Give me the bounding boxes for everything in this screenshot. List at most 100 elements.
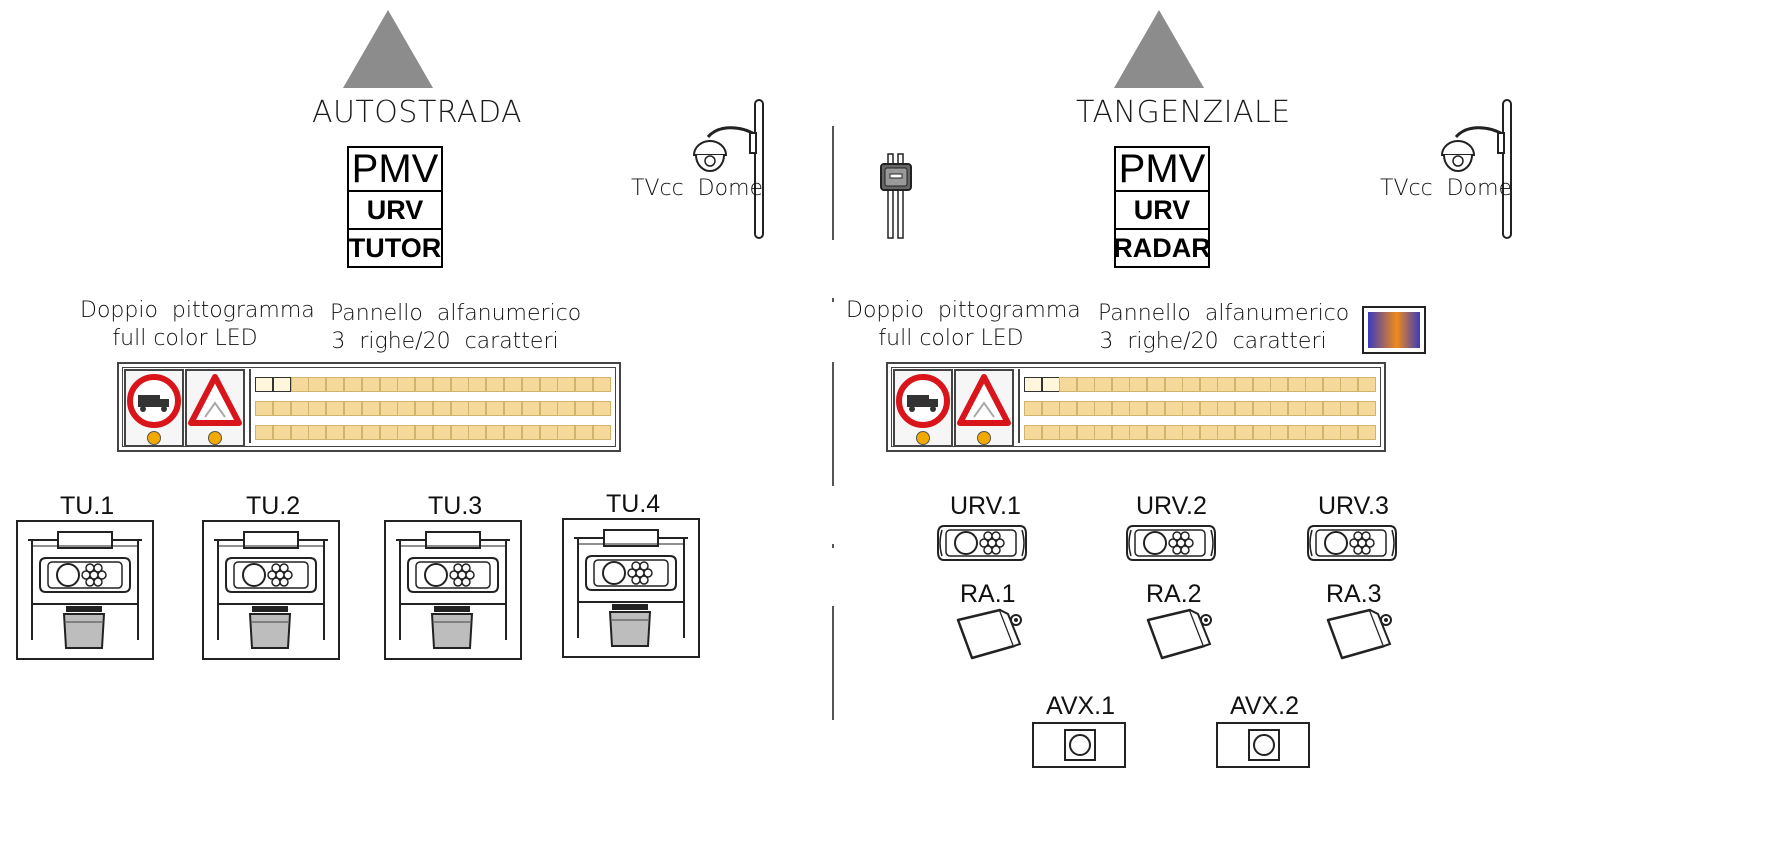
led-cell xyxy=(593,377,611,392)
section-divider-top xyxy=(832,126,834,240)
led-cell xyxy=(1147,401,1166,416)
led-cell xyxy=(1111,377,1130,392)
led-cell xyxy=(1270,377,1289,392)
led-cell xyxy=(432,377,451,392)
led-cell xyxy=(486,401,505,416)
led-cell xyxy=(1358,377,1376,392)
led-cell xyxy=(1199,401,1218,416)
tu-box xyxy=(562,518,700,658)
led-cell xyxy=(343,377,362,392)
led-cell xyxy=(415,425,434,440)
led-cell xyxy=(255,401,273,416)
led-cell xyxy=(539,377,558,392)
dome-camera-icon xyxy=(692,99,764,239)
pmv-urv-tutor-stack: PMV URV TUTOR xyxy=(347,146,443,268)
led-cell xyxy=(504,425,523,440)
led-cell xyxy=(450,401,469,416)
pictogram-danger xyxy=(185,369,245,447)
led-cell xyxy=(468,401,487,416)
stack-urv: URV xyxy=(349,190,441,228)
led-cell xyxy=(1217,401,1236,416)
led-cell xyxy=(557,425,576,440)
led-cell xyxy=(1322,377,1341,392)
tu-box xyxy=(16,520,154,660)
led-cell xyxy=(379,377,398,392)
led-cell xyxy=(1234,377,1253,392)
led-cell xyxy=(1041,377,1060,392)
led-cell xyxy=(326,401,345,416)
led-cell xyxy=(1024,401,1042,416)
pmv-panel-left xyxy=(117,362,621,452)
led-cell xyxy=(1076,401,1095,416)
led-cell xyxy=(539,401,558,416)
led-cell xyxy=(521,377,540,392)
lamp-amber xyxy=(916,431,930,445)
radar-icon xyxy=(1146,608,1212,660)
led-cell xyxy=(486,425,505,440)
led-cell xyxy=(1164,401,1183,416)
led-cell xyxy=(1164,425,1183,440)
led-cell xyxy=(1111,425,1130,440)
no-trucks-sign-icon xyxy=(127,374,181,428)
led-cell xyxy=(1059,401,1078,416)
stack-pmv: PMV xyxy=(351,146,439,191)
led-cell xyxy=(272,377,291,392)
device-label-avx1: AVX.1 xyxy=(1046,692,1116,720)
led-cell xyxy=(1305,401,1324,416)
led-cell xyxy=(521,401,540,416)
tu-box xyxy=(384,520,522,660)
led-cell xyxy=(308,425,327,440)
led-cell xyxy=(1322,401,1341,416)
led-cell xyxy=(1094,377,1113,392)
section-title-tangenziale: TANGENZIALE xyxy=(1076,95,1291,130)
led-cell xyxy=(1217,377,1236,392)
tutor-unit-icon xyxy=(28,531,142,649)
led-cell xyxy=(397,377,416,392)
led-cell xyxy=(1234,401,1253,416)
danger-sign-icon xyxy=(188,374,242,426)
led-cell xyxy=(1287,425,1306,440)
led-cell xyxy=(432,401,451,416)
lamp-amber xyxy=(977,431,991,445)
led-cell xyxy=(575,401,594,416)
pictogram-no-trucks xyxy=(124,369,184,447)
led-cell xyxy=(1147,377,1166,392)
color-swatch-icon xyxy=(1362,306,1426,354)
led-cell xyxy=(415,401,434,416)
led-cell xyxy=(1024,377,1042,392)
led-cell xyxy=(575,425,594,440)
lamp-amber xyxy=(208,431,222,445)
led-cell xyxy=(1340,401,1359,416)
led-cell xyxy=(593,401,611,416)
led-cell xyxy=(1305,425,1324,440)
led-matrix-left xyxy=(249,369,613,443)
led-cell xyxy=(432,425,451,440)
device-label-ra3: RA.3 xyxy=(1326,580,1382,608)
led-cell xyxy=(1234,425,1253,440)
led-cell xyxy=(504,401,523,416)
stack-radar: RADAR xyxy=(1113,228,1211,266)
led-cell xyxy=(361,401,380,416)
led-cell xyxy=(343,425,362,440)
led-cell xyxy=(450,425,469,440)
led-cell xyxy=(1252,401,1271,416)
pictogram-label-left: Doppio pittogramma full color LED xyxy=(80,298,315,351)
led-cell xyxy=(1129,401,1148,416)
avx-sensor-icon xyxy=(1032,722,1126,768)
device-label-urv2: URV.2 xyxy=(1136,492,1207,520)
pictogram-label-right: Doppio pittogramma full color LED xyxy=(846,298,1081,351)
led-cell xyxy=(1270,425,1289,440)
led-cell xyxy=(1147,425,1166,440)
device-label-ra1: RA.1 xyxy=(960,580,1016,608)
led-cell xyxy=(557,401,576,416)
led-cell xyxy=(290,377,309,392)
led-cell xyxy=(504,377,523,392)
radar-icon xyxy=(956,608,1022,660)
led-cell xyxy=(326,377,345,392)
camera-label-right: TVcc Dome xyxy=(1380,176,1513,201)
led-cell xyxy=(1041,425,1060,440)
radar-icon xyxy=(1326,608,1392,660)
stack-tutor: TUTOR xyxy=(349,228,441,266)
pmv-panel-right xyxy=(886,362,1386,452)
device-label-tu1: TU.1 xyxy=(60,492,115,520)
